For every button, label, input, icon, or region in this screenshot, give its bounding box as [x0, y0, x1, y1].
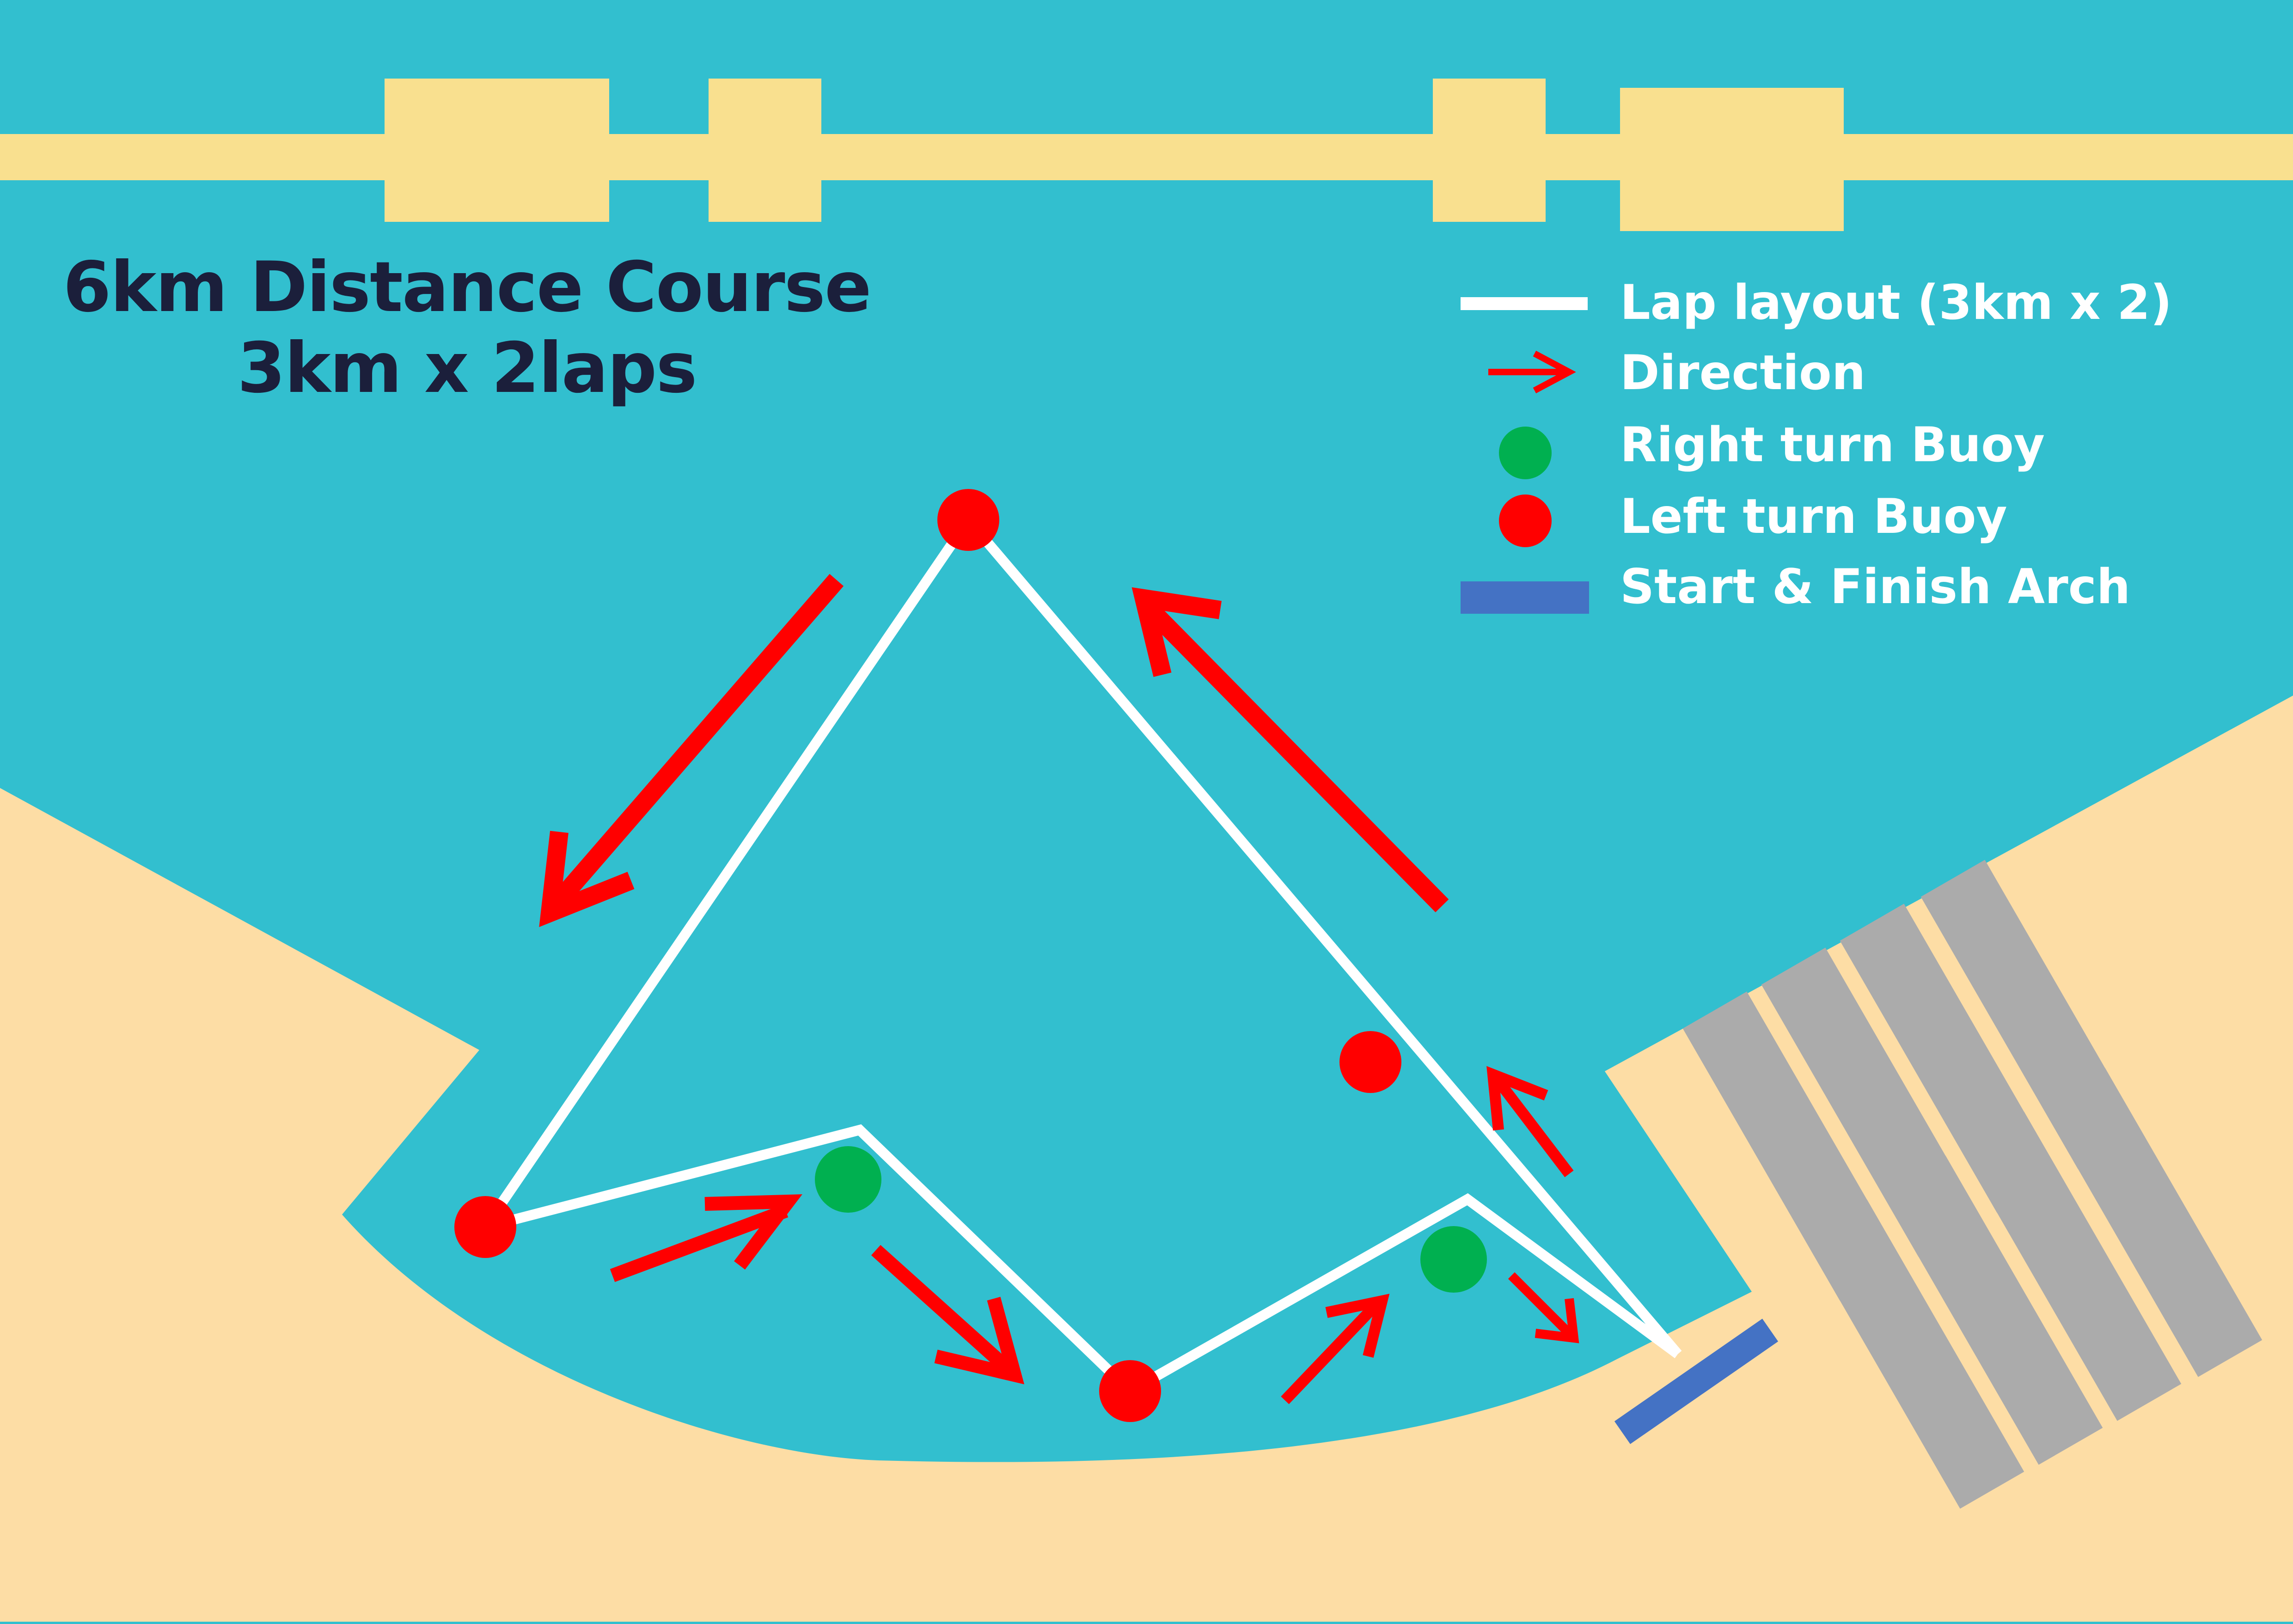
legend-left-turn-buoy-label: Left turn Buoy: [1620, 489, 2007, 544]
direction-arrow: [1131, 587, 1449, 913]
walkway-strip: [0, 134, 2293, 180]
legend-lap-layout-label: Lap layout (3km x 2): [1620, 275, 2172, 330]
left-turn-buoy: [1339, 1031, 1401, 1093]
walkway: [0, 79, 2293, 231]
parking-lot: [1960, 1111, 2182, 1421]
walkway-block: [1433, 79, 1546, 222]
legend-direction-label: Direction: [1620, 345, 1866, 401]
left-turn-buoy-icon: [1499, 495, 1552, 547]
start-finish-arch: [1614, 1319, 1779, 1444]
parking-lot: [1803, 1199, 2024, 1509]
walkway-block: [385, 79, 609, 222]
parking-lot: [2041, 1068, 2262, 1377]
direction-arrow: [871, 1245, 1025, 1385]
course-title-line2: 3km x 2laps: [237, 328, 697, 409]
direction-arrows: [539, 574, 1579, 1404]
start-finish-arch-icon: [1461, 581, 1589, 614]
direction-arrow: [610, 1194, 802, 1282]
buoys: [454, 489, 1487, 1422]
legend-start-finish-arch-label: Start & Finish Arch: [1620, 559, 2131, 615]
direction-arrow: [1508, 1272, 1579, 1343]
beach-sand: [0, 696, 2293, 1622]
course-title: 6km Distance Course 3km x 2laps: [28, 247, 906, 409]
direction-arrow: [1281, 1294, 1390, 1404]
left-turn-buoy: [1099, 1360, 1161, 1422]
left-turn-buoy: [937, 489, 999, 551]
right-turn-buoy: [1420, 1226, 1487, 1293]
course-title-line1: 6km Distance Course: [63, 247, 871, 328]
direction-arrow: [539, 574, 844, 928]
left-turn-buoy: [454, 1196, 516, 1258]
right-turn-buoy-icon: [1499, 427, 1552, 479]
parking-lot: [1881, 1155, 2103, 1465]
direction-arrow: [1486, 1066, 1574, 1178]
direction-arrow-icon: [1488, 350, 1576, 394]
right-turn-buoy: [815, 1146, 881, 1213]
parking-area: [1682, 860, 2262, 1509]
walkway-block: [1620, 88, 1844, 231]
legend-icons: [1461, 297, 1589, 614]
legend-right-turn-buoy-label: Right turn Buoy: [1620, 417, 2045, 473]
walkway-block: [709, 79, 821, 222]
